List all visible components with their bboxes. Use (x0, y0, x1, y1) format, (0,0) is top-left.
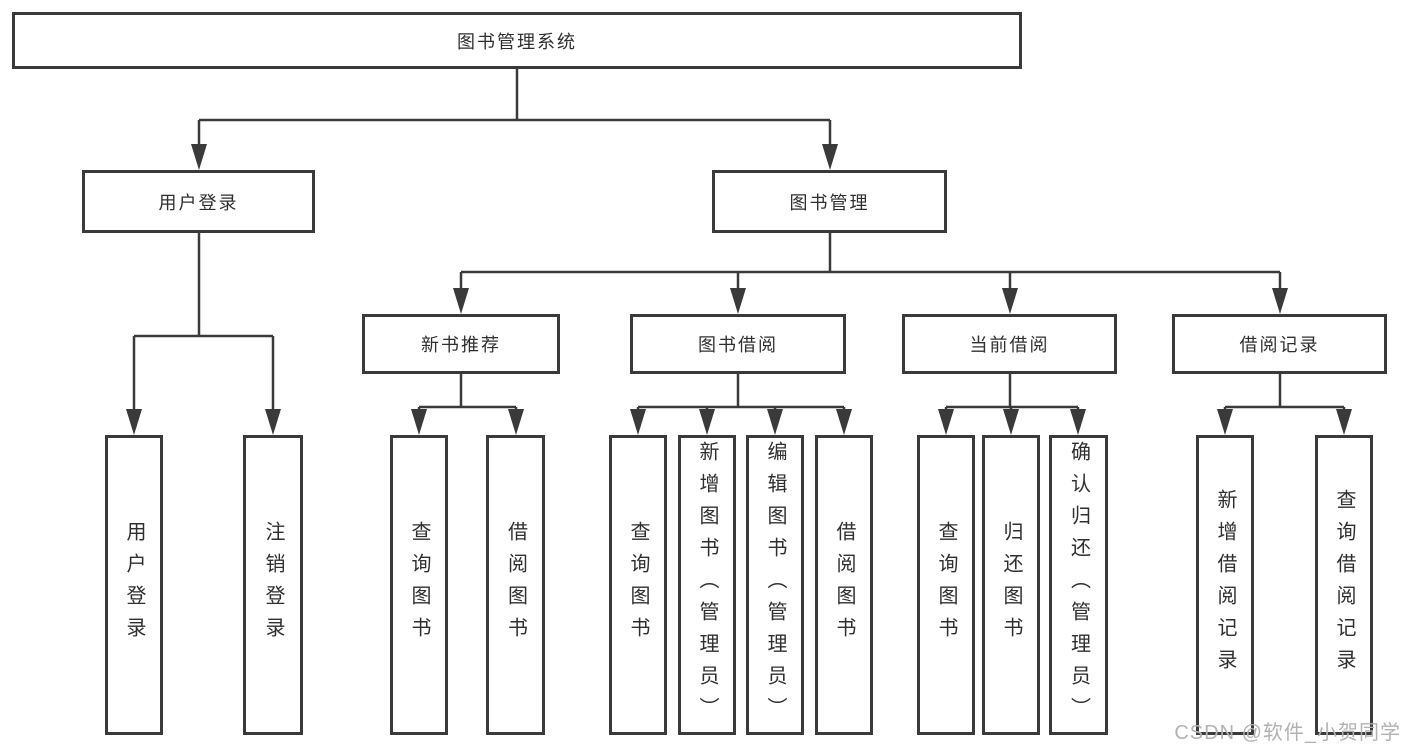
node-label: 编辑图书（管理员） (764, 441, 786, 729)
node-label: 注销登录 (262, 521, 284, 649)
leaf-add-books-admin: 新增图书（管理员） (678, 435, 736, 735)
leaf-user-login: 用户登录 (105, 435, 163, 735)
leaf-logout: 注销登录 (243, 435, 303, 735)
node-label: 确认归还（管理员） (1067, 441, 1090, 729)
node-current-borrowing: 当前借阅 (902, 314, 1117, 374)
node-borrowing-records: 借阅记录 (1172, 314, 1387, 374)
node-label: 借阅图书 (504, 521, 527, 649)
node-label: 图书管理系统 (457, 31, 577, 52)
leaf-edit-books-admin: 编辑图书（管理员） (746, 435, 804, 735)
node-book-management-module: 图书管理 (712, 170, 947, 233)
node-label: 借阅图书 (833, 521, 855, 649)
node-label: 新增图书（管理员） (696, 441, 718, 729)
node-root-system: 图书管理系统 (12, 12, 1022, 69)
node-label: 用户登录 (158, 192, 239, 213)
leaf-query-books-recommend: 查询图书 (390, 435, 448, 735)
node-label: 用户登录 (123, 521, 145, 649)
node-label: 归还图书 (1000, 521, 1022, 649)
node-label: 新增借阅记录 (1214, 489, 1236, 681)
node-label: 新书推荐 (421, 335, 501, 355)
leaf-query-books-current: 查询图书 (917, 435, 975, 735)
node-label: 查询借阅记录 (1333, 489, 1355, 681)
leaf-query-books-borrowing: 查询图书 (609, 435, 667, 735)
node-label: 图书管理 (789, 192, 870, 213)
node-label: 查询图书 (935, 521, 957, 649)
node-label: 查询图书 (627, 521, 649, 649)
leaf-confirm-return-admin: 确认归还（管理员） (1049, 435, 1108, 735)
node-new-book-recommendation: 新书推荐 (362, 314, 560, 374)
node-user-login-module: 用户登录 (82, 170, 315, 233)
node-label: 当前借阅 (969, 335, 1050, 355)
node-label: 图书借阅 (698, 335, 778, 355)
node-book-borrowing: 图书借阅 (630, 314, 846, 374)
leaf-return-books: 归还图书 (982, 435, 1040, 735)
leaf-borrow-books-recommend: 借阅图书 (486, 435, 545, 735)
leaf-borrow-books: 借阅图书 (815, 435, 873, 735)
node-label: 查询图书 (408, 521, 430, 649)
csdn-watermark: CSDN @软件_小贺同学 (1174, 722, 1401, 744)
leaf-add-borrow-record: 新增借阅记录 (1196, 435, 1254, 735)
node-label: 借阅记录 (1239, 335, 1320, 355)
leaf-query-borrow-record: 查询借阅记录 (1315, 435, 1373, 735)
